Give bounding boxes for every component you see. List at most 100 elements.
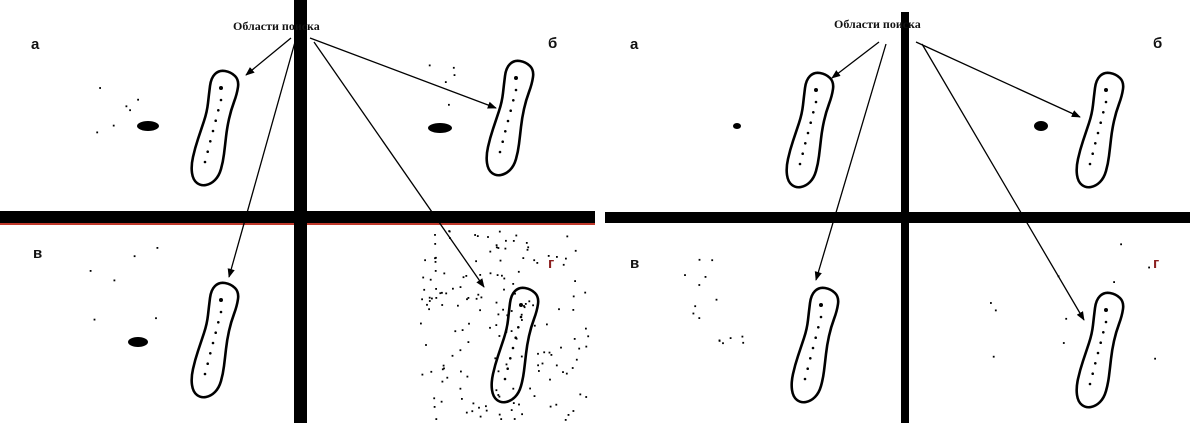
left-island-v-dot xyxy=(217,321,220,324)
right-island-a-dot xyxy=(798,162,802,166)
left-noise-g xyxy=(560,346,562,349)
right-island-g-peak xyxy=(1104,308,1108,312)
left-noise-g xyxy=(433,406,436,408)
left-noise-g xyxy=(466,298,468,301)
left-noise-g xyxy=(504,247,507,250)
left-noise-g xyxy=(478,406,480,409)
left-noise-g xyxy=(555,364,558,367)
left-noise-g xyxy=(510,409,513,411)
right-vertical-divider xyxy=(901,12,909,423)
left-noise-g xyxy=(514,292,516,295)
left-noise-g xyxy=(495,244,498,247)
left-label-a: а xyxy=(31,36,40,53)
left-noise-g xyxy=(476,235,479,237)
left-noise-a xyxy=(112,124,115,127)
left-noise-g xyxy=(494,357,497,360)
left-noise-b xyxy=(428,64,431,67)
left-arrow-a xyxy=(245,37,292,76)
left-noise-g xyxy=(578,347,581,350)
right-island-b-dot xyxy=(1096,131,1100,135)
left-noise-g xyxy=(575,358,578,361)
left-noise-g xyxy=(489,250,492,253)
left-panel-title: Области поиска xyxy=(233,19,320,33)
left-island-g-dot xyxy=(519,315,523,319)
right-noise-g xyxy=(1065,317,1068,320)
left-noise-g xyxy=(433,397,436,400)
left-noise-g xyxy=(426,303,428,306)
right-island-v-peak xyxy=(819,303,823,307)
left-island-v-dot xyxy=(211,341,215,345)
right-island-g-dot xyxy=(1091,372,1094,376)
left-island-a-dot xyxy=(211,129,215,133)
right-noise-v2 xyxy=(742,341,745,344)
right-noise-g xyxy=(992,355,995,358)
right-island-b-dot xyxy=(1102,111,1105,114)
left-noise-g xyxy=(428,296,431,299)
left-noise-g xyxy=(434,257,436,260)
left-island-a-dot xyxy=(219,98,223,102)
left-noise-g xyxy=(532,304,534,307)
left-noise-g xyxy=(501,274,503,277)
left-noise-g xyxy=(572,295,575,298)
right-island-b xyxy=(1075,71,1125,189)
right-label-b: б xyxy=(1153,35,1163,52)
left-noise-g xyxy=(471,410,474,413)
left-noise-g xyxy=(480,296,483,299)
left-noise-g xyxy=(420,322,422,325)
left-noise-a xyxy=(96,131,99,134)
left-noise-g xyxy=(485,405,487,408)
left-noise-g xyxy=(506,314,509,317)
left-noise-g xyxy=(548,351,551,354)
left-noise-v xyxy=(155,317,157,320)
left-island-g-dot xyxy=(517,326,520,329)
right-noise-v xyxy=(704,276,707,278)
left-noise-g xyxy=(467,297,470,299)
left-island-g-dot xyxy=(506,367,510,371)
left-noise-g xyxy=(543,351,546,354)
left-noise-g xyxy=(452,287,454,290)
left-noise-g xyxy=(574,249,577,252)
right-island-a-dot xyxy=(804,142,807,145)
right-island-v-dot xyxy=(814,336,817,340)
left-noise-g xyxy=(549,405,552,408)
left-noise-g xyxy=(512,240,515,242)
left-noise-g xyxy=(428,300,431,302)
left-noise-v xyxy=(89,270,92,272)
left-noise-g xyxy=(537,352,539,355)
left-noise-v xyxy=(156,247,159,249)
left-noise-g xyxy=(517,270,520,273)
right-island-b-peak xyxy=(1104,88,1108,92)
left-noise-g xyxy=(459,387,462,390)
left-noise-g xyxy=(495,324,498,326)
left-island-g-dot xyxy=(509,357,512,360)
left-noise-g xyxy=(479,309,481,312)
right-noise-v2 xyxy=(741,335,744,338)
right-island-a-dot xyxy=(812,111,815,114)
left-noise-g xyxy=(556,256,558,258)
left-noise-g xyxy=(451,354,454,357)
left-noise-g xyxy=(510,310,513,312)
right-island-g-dot xyxy=(1088,382,1092,386)
left-noise-g xyxy=(434,270,437,272)
left-noise-g xyxy=(498,413,501,416)
left-noise-g xyxy=(500,418,503,420)
left-noise-g xyxy=(518,403,520,406)
right-island-b-dot xyxy=(1099,121,1102,124)
left-island-g-peak xyxy=(519,303,523,307)
left-island-a-peak xyxy=(219,86,223,90)
right-arrow-g xyxy=(921,43,1085,321)
left-noise-g xyxy=(587,335,590,338)
left-noise-g xyxy=(565,257,567,260)
right-arrow-b xyxy=(915,41,1081,118)
left-noise-g xyxy=(459,286,462,288)
left-noise-g xyxy=(528,300,531,303)
left-noise-g xyxy=(466,375,469,378)
left-noise-g xyxy=(431,297,433,300)
left-noise-g xyxy=(550,354,553,356)
left-noise-g xyxy=(585,327,587,330)
left-noise-v xyxy=(113,279,116,282)
left-noise-g xyxy=(574,280,576,282)
right-noise-v2 xyxy=(729,337,732,339)
